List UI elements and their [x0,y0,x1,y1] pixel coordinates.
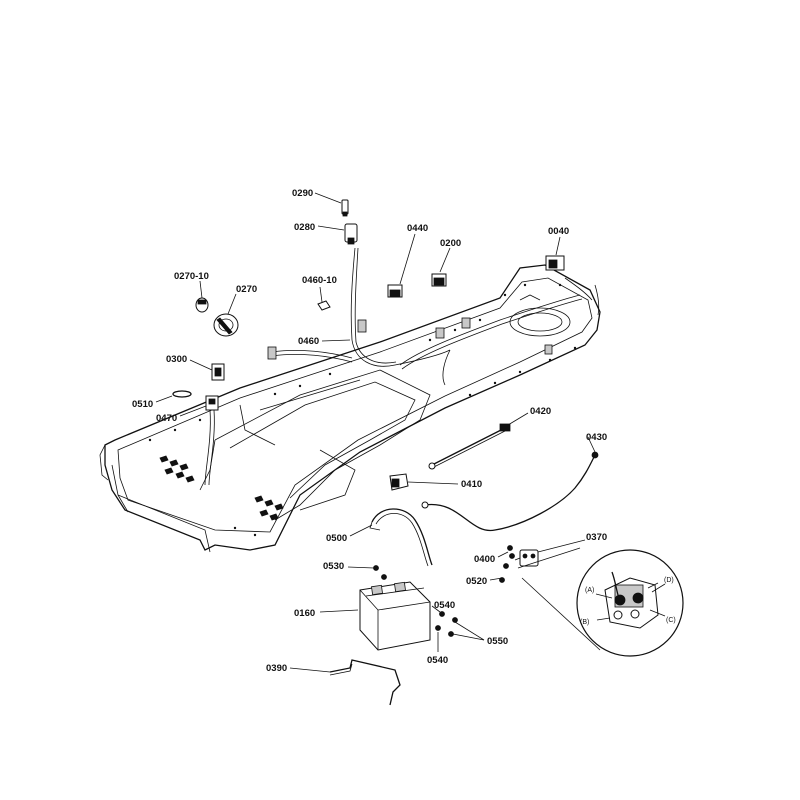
detail-label-c: (C) [666,617,676,624]
switch-0200-part [431,273,447,287]
cable-tie-part [172,390,192,398]
callout-0270: 0270 [236,284,257,295]
callout-0500: 0500 [326,533,347,544]
terminal-boot-part [389,473,409,491]
callout-0550: 0550 [487,636,508,647]
callout-0040: 0040 [548,226,569,237]
chassis-frame [99,264,601,553]
battery-strap-part [369,508,433,567]
key-part [341,199,349,217]
callout-0530: 0530 [323,561,344,572]
callout-0270-10: 0270-10 [174,271,209,282]
relay-0040-part [545,255,565,271]
callout-0200: 0200 [440,238,461,249]
hold-down-rod-part [329,659,401,706]
wiring-harness [204,247,600,486]
callout-0430: 0430 [586,432,607,443]
callout-0540-upper: 0540 [434,600,455,611]
callout-0470: 0470 [156,413,177,424]
callout-0520: 0520 [466,576,487,587]
cable-0430-part [421,451,599,532]
callout-0410: 0410 [461,479,482,490]
battery-part [359,581,431,651]
callout-0370: 0370 [586,532,607,543]
solenoid-nuts [499,545,515,583]
detail-label-b: (B) [580,619,589,626]
lamp-socket-part [213,313,239,337]
callout-0390: 0390 [266,663,287,674]
callout-0460-10: 0460-10 [302,275,337,286]
callout-0510: 0510 [132,399,153,410]
callout-0290: 0290 [292,188,313,199]
callout-0400: 0400 [474,554,495,565]
connector-0460-10-part [317,300,331,311]
cable-0420-part [428,423,511,470]
callout-0280: 0280 [294,222,315,233]
switch-0440-part [387,284,403,298]
callout-0540-lower: 0540 [427,655,448,666]
detail-labels: (A) (B) (C) (D) [580,577,676,626]
callout-0420: 0420 [530,406,551,417]
detail-label-d: (D) [664,577,674,584]
ignition-switch-part [344,223,358,245]
detail-inset [517,547,684,657]
bulb-part [195,297,209,313]
harness-connector-0470-part [205,395,219,411]
callout-0460: 0460 [298,336,319,347]
detail-label-a: (A) [585,587,594,594]
callout-0160: 0160 [294,608,315,619]
callout-labels: 0290 0280 0440 0200 0040 0270-10 0270 04… [132,188,607,674]
callout-0440: 0440 [407,223,428,234]
battery-terminal-hardware [435,611,458,637]
battery-bolts [373,565,387,580]
solenoid-part [514,549,539,567]
leader-lines [155,192,596,673]
callout-0300: 0300 [166,354,187,365]
switch-0300-part [211,363,225,381]
